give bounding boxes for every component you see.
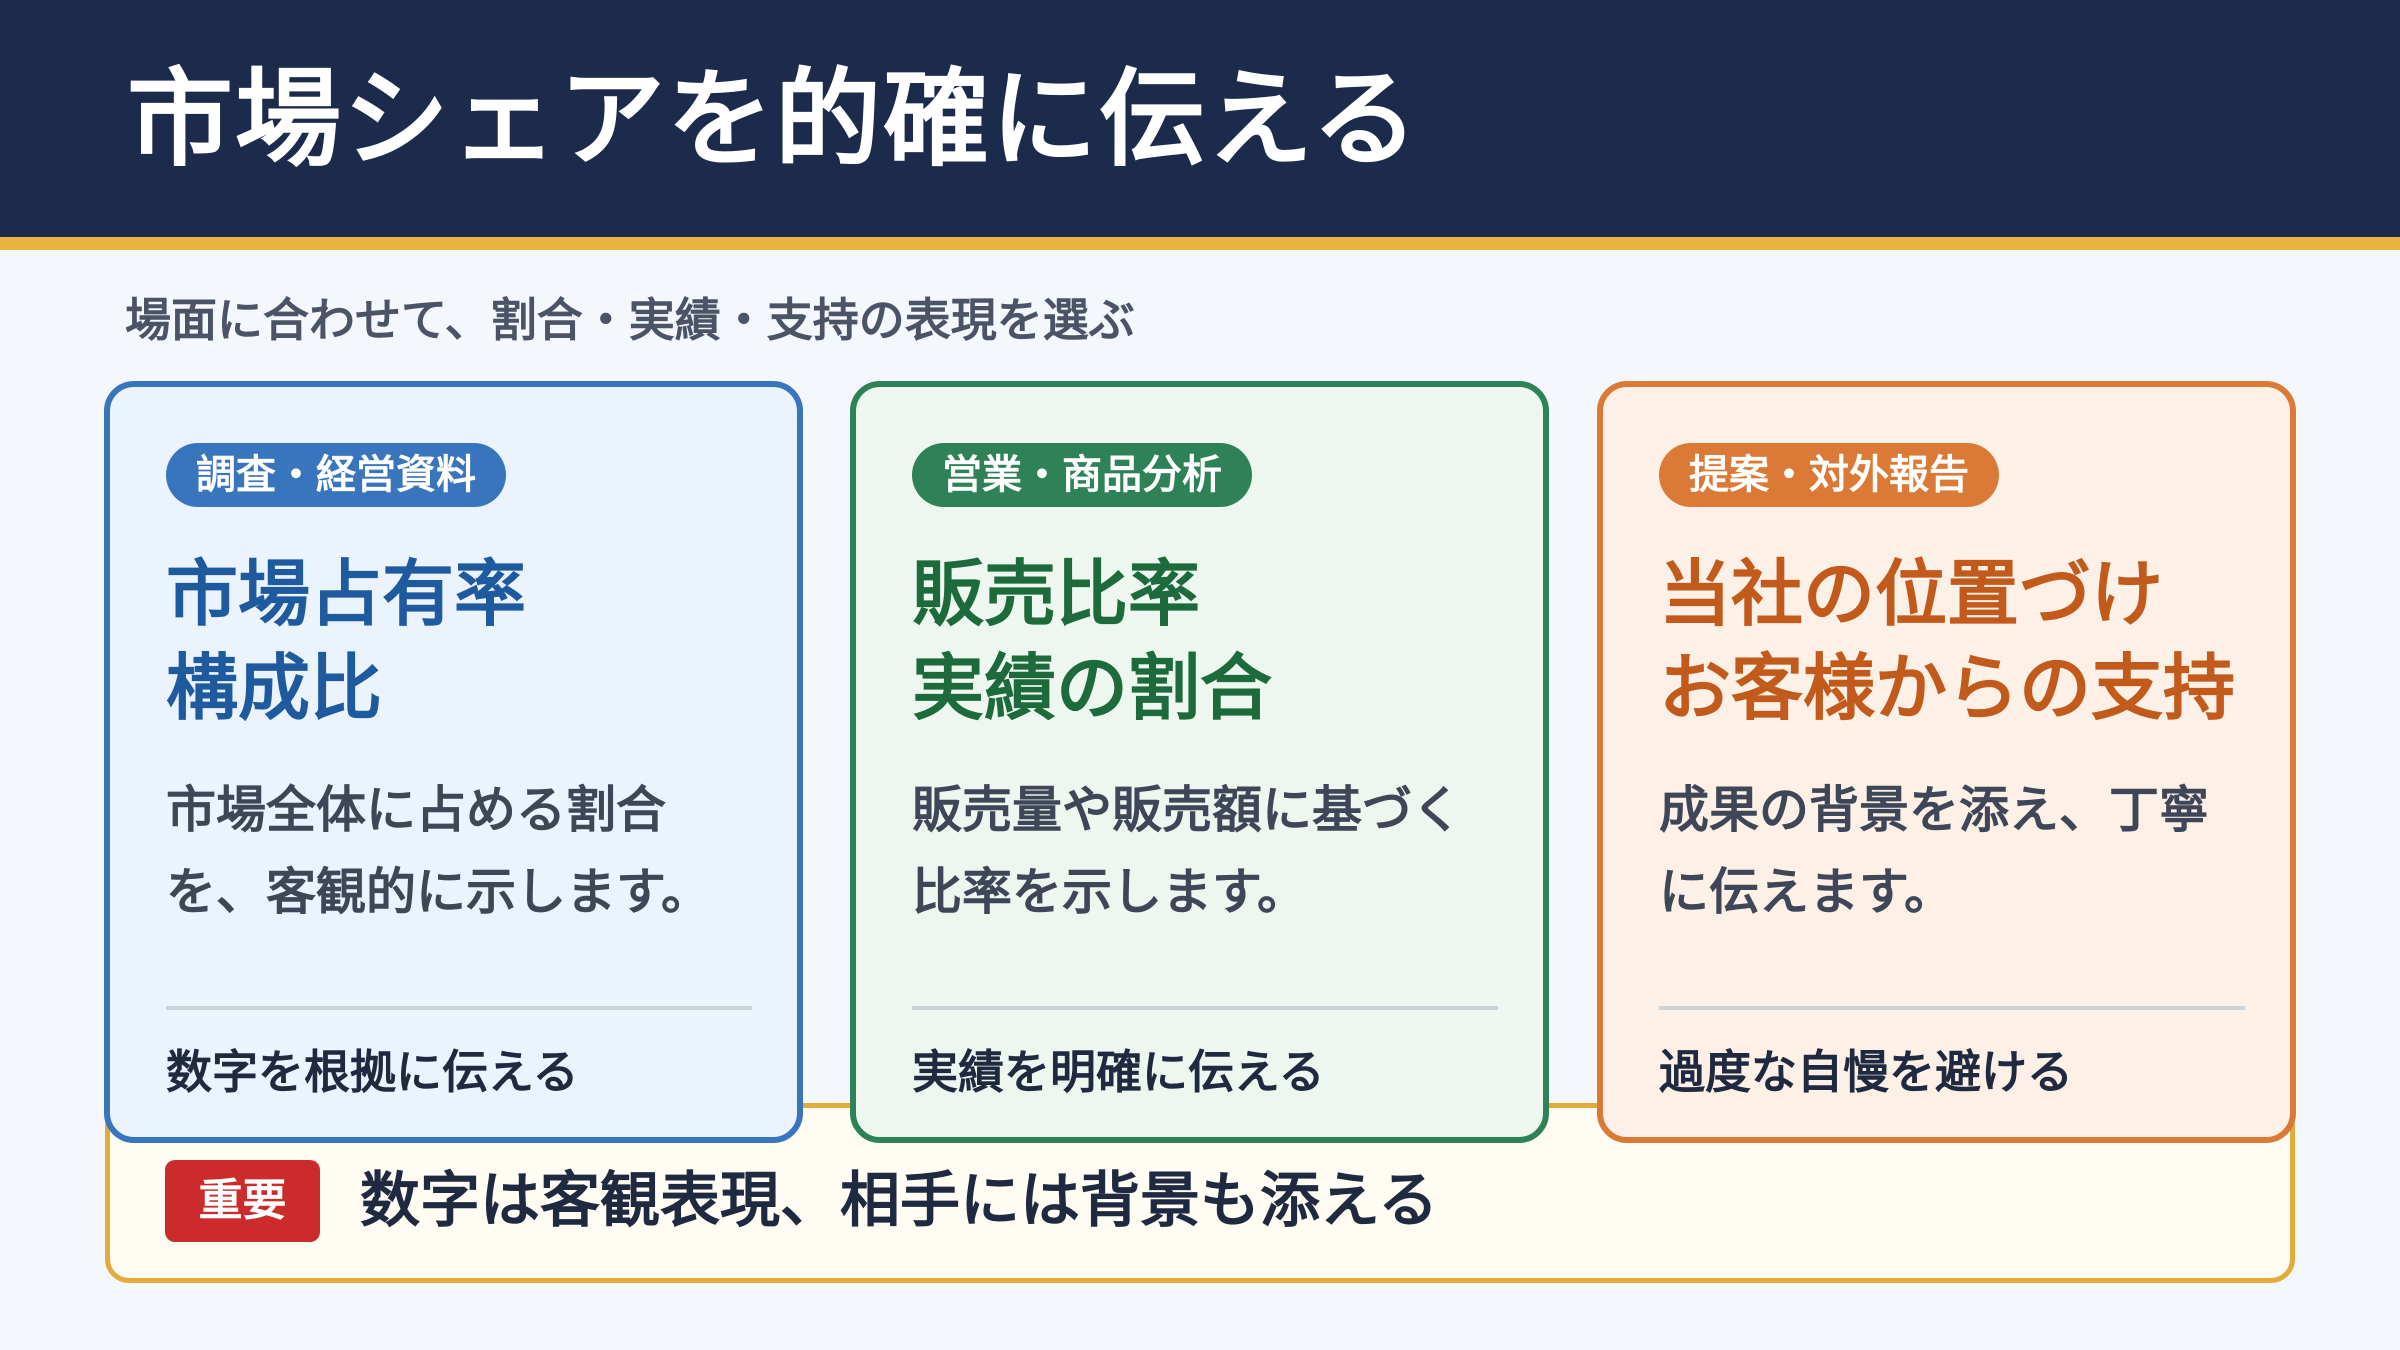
card-description: 市場全体に占める割合を、客観的に示します。: [166, 781, 711, 921]
important-note-text: 数字は客観表現、相手には背景も添える: [360, 1166, 1439, 1236]
card-divider: [912, 1006, 1498, 1010]
card-title-line2: 実績の割合: [912, 646, 1273, 730]
card-title-line1: 市場占有率: [166, 552, 527, 636]
card-title: 当社の位置づけ お客様からの支持: [1659, 547, 2235, 735]
card-footer: 数字を根拠に伝える: [166, 1045, 579, 1099]
page-title: 市場シェアを的確に伝える: [127, 58, 1420, 181]
card-description: 販売量や販売額に基づく比率を示します。: [912, 781, 1462, 921]
card-sales-ratio: 営業・商品分析 販売比率 実績の割合 販売量や販売額に基づく比率を示します。 実…: [850, 381, 1549, 1143]
card-tag: 営業・商品分析: [912, 443, 1252, 507]
card-description: 成果の背景を添え、丁寧に伝えます。: [1659, 781, 2209, 921]
card-title: 販売比率 実績の割合: [912, 547, 1272, 735]
card-tag: 提案・対外報告: [1659, 443, 1999, 507]
card-title-line1: 当社の位置づけ: [1659, 552, 2164, 636]
important-badge: 重要: [165, 1160, 320, 1242]
header-bar: 市場シェアを的確に伝える: [0, 0, 2400, 250]
card-market-share: 調査・経営資料 市場占有率 構成比 市場全体に占める割合を、客観的に示します。 …: [104, 381, 803, 1143]
page-subtitle: 場面に合わせて、割合・実績・支持の表現を選ぶ: [125, 293, 1135, 347]
card-footer: 過度な自慢を避ける: [1659, 1045, 2073, 1099]
card-tag: 調査・経営資料: [166, 443, 506, 507]
card-positioning: 提案・対外報告 当社の位置づけ お客様からの支持 成果の背景を添え、丁寧に伝えま…: [1597, 381, 2296, 1143]
card-divider: [166, 1006, 752, 1010]
card-footer: 実績を明確に伝える: [912, 1045, 1325, 1099]
card-title-line2: お客様からの支持: [1659, 646, 2236, 730]
card-title-line2: 構成比: [166, 646, 383, 730]
card-title: 市場占有率 構成比: [166, 547, 526, 735]
card-divider: [1659, 1006, 2245, 1010]
card-title-line1: 販売比率: [912, 552, 1201, 636]
